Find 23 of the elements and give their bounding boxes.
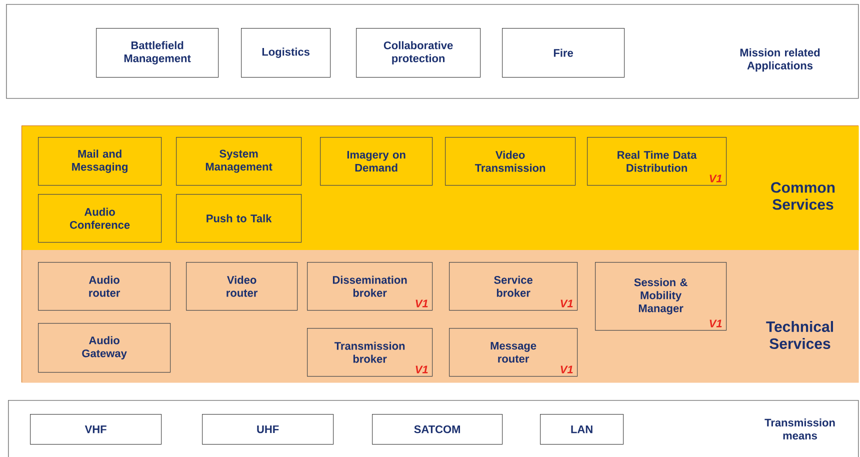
service-box: Audio router [38, 262, 171, 311]
version-mark: V1 [560, 300, 573, 308]
service-box: Push to Talk [176, 194, 302, 243]
version-mark: V1 [416, 300, 428, 308]
service-box: UHF [202, 414, 334, 445]
service-box: Fire [502, 28, 625, 78]
service-box: Battlefield Management [96, 28, 219, 78]
service-box: SATCOM [372, 414, 503, 445]
service-box: Logistics [241, 28, 331, 78]
service-box: Collaborative protection [356, 28, 481, 78]
version-mark: V1 [710, 320, 722, 328]
service-box: Audio Conference [38, 194, 162, 243]
service-box: LAN [540, 414, 624, 445]
version-mark: V1 [710, 174, 722, 182]
service-box: System Management [176, 137, 302, 186]
service-box: Mail and Messaging [38, 137, 162, 186]
service-box: Video router [186, 262, 298, 311]
service-box: Video Transmission [445, 137, 576, 186]
service-box: Imagery on Demand [320, 137, 433, 186]
version-mark: V1 [560, 366, 573, 374]
service-box: Audio Gateway [38, 323, 171, 373]
version-mark: V1 [416, 366, 428, 374]
service-box: VHF [30, 414, 162, 445]
